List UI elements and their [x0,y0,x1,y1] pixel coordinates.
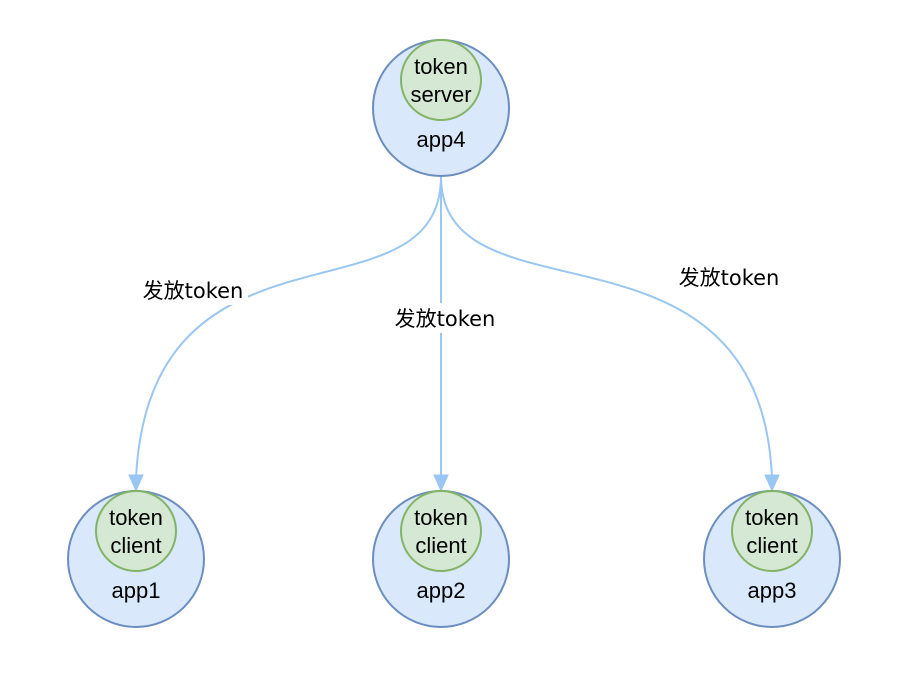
edge-line-app4-app1 [135,175,442,479]
edge-line-app4-app3 [440,175,773,479]
token-client-circle-app3 [731,490,813,572]
node-app2[interactable]: token client app2 [372,490,510,628]
token-client-line2-app2: client [415,533,466,558]
token-client-circle-app1 [95,490,177,572]
token-client-line1-app2: token [414,505,468,530]
node-app1[interactable]: token client app1 [67,490,205,628]
node-app4-label: app4 [417,127,466,152]
arrowhead-app1 [128,474,144,493]
edge-label-app3: 发放token [674,262,784,292]
edge-label-text-app1: 发放token [143,279,244,303]
node-app4[interactable]: token server app4 [372,39,510,177]
edge-label-app2: 发放token [390,303,500,333]
token-client-line1-app3: token [745,505,799,530]
node-app1-label: app1 [112,578,161,603]
edge-app4-app2 [433,176,449,493]
node-app3[interactable]: token client app3 [703,490,841,628]
arrowhead-app3 [764,474,780,493]
edge-label-app1: 发放token [138,275,248,305]
token-server-line1: token [414,54,468,79]
token-client-circle-app2 [400,490,482,572]
edge-label-text-app3: 发放token [679,266,780,290]
edge-app4-app3 [440,175,780,493]
token-server-circle [400,39,482,121]
edge-app4-app1 [128,175,442,493]
node-app2-label: app2 [417,578,466,603]
token-client-line1-app1: token [109,505,163,530]
arrowhead-app2 [433,474,449,493]
token-server-line2: server [410,82,471,107]
token-client-line2-app3: client [746,533,797,558]
edge-label-text-app2: 发放token [395,307,496,331]
node-app3-label: app3 [748,578,797,603]
token-client-line2-app1: client [110,533,161,558]
